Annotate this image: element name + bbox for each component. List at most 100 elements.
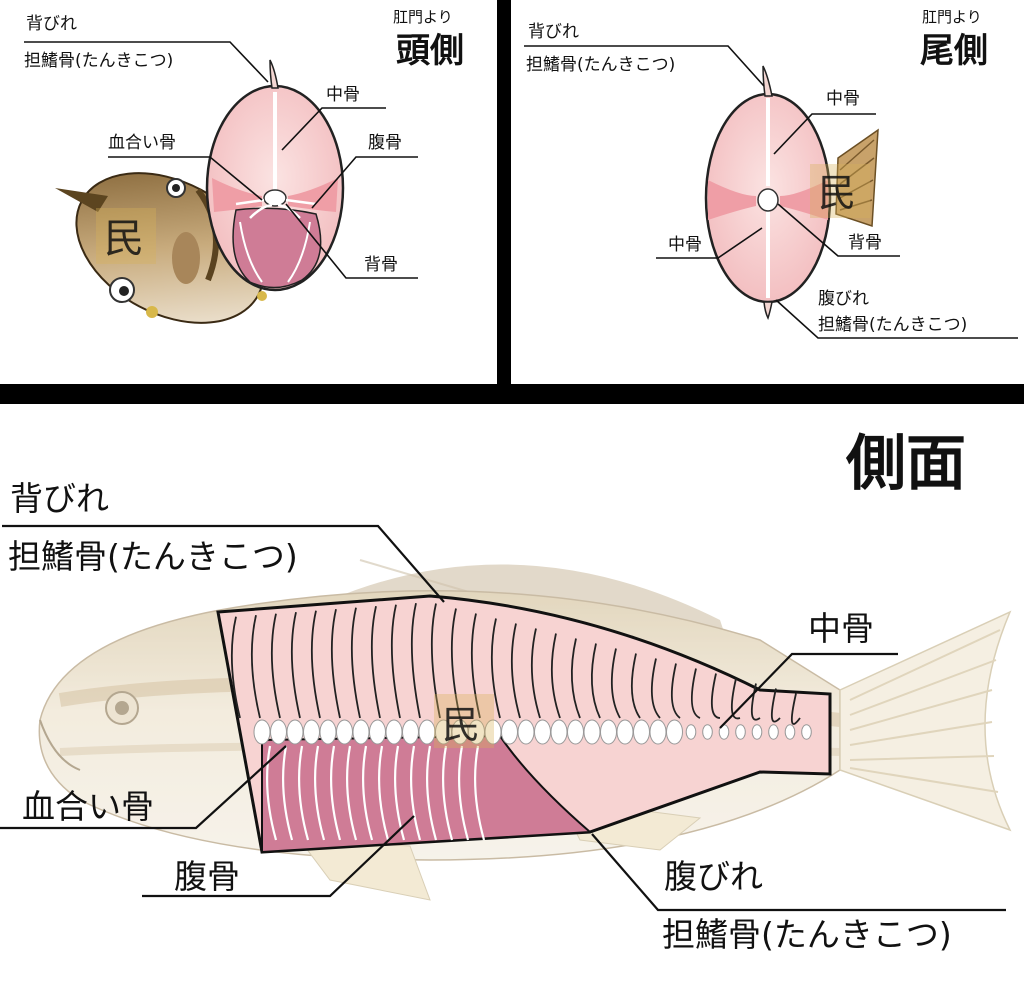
dorsal-rib-bone bbox=[230, 616, 241, 719]
tail-label-dorsal-pterygiophore: 担鰭骨(たんきこつ) bbox=[526, 55, 675, 75]
panel-divider-horizontal bbox=[0, 384, 1024, 404]
dorsal-rib-bone bbox=[290, 611, 301, 719]
belly-rib-bone bbox=[378, 745, 390, 841]
belly-rib-bone bbox=[282, 745, 294, 841]
dorsal-rib-bone bbox=[450, 608, 461, 719]
backbone-vertebrae bbox=[253, 719, 812, 745]
vertebra bbox=[336, 719, 353, 745]
tail-leader-backbone bbox=[777, 203, 900, 257]
title-anus-head-small: 肛門より bbox=[393, 8, 453, 26]
panel-divider-vertical bbox=[497, 0, 511, 386]
dorsal-rib-bone bbox=[790, 693, 801, 725]
vertebra bbox=[649, 719, 667, 745]
dorsal-rib-bone bbox=[470, 613, 481, 719]
dorsal-rib-bone bbox=[250, 614, 261, 719]
dorsal-rib-bone bbox=[390, 604, 401, 719]
belly-rib-bone bbox=[330, 745, 342, 841]
belly-rib-bone bbox=[394, 745, 406, 841]
head-label-belly-bone: 腹骨 bbox=[368, 133, 402, 153]
belly-rib-bone bbox=[314, 745, 326, 841]
dorsal-rib-bone bbox=[670, 663, 681, 719]
vertebra bbox=[270, 719, 287, 745]
vertebra bbox=[685, 724, 697, 740]
title-head-side: 頭側 bbox=[396, 31, 464, 71]
tail-side-panel: 民 肛門より 尾側 背びれ 担鰭骨(たんきこつ) 中骨 中骨 背骨 腹びれ 担鰭… bbox=[524, 8, 1018, 339]
vertebra bbox=[633, 719, 650, 745]
vertebra bbox=[768, 724, 779, 740]
vertebra bbox=[784, 724, 796, 740]
lateral-label-ventral-pterygiophore: 担鰭骨(たんきこつ) bbox=[662, 915, 952, 954]
belly-rib-bone bbox=[410, 745, 422, 841]
dorsal-rib-bone bbox=[350, 607, 361, 719]
dorsal-rib-bone bbox=[750, 683, 761, 721]
vertebra bbox=[352, 719, 370, 745]
head-label-dorsal-pterygiophore: 担鰭骨(たんきこつ) bbox=[24, 51, 173, 71]
vertebra bbox=[286, 719, 304, 745]
dorsal-rib-bone bbox=[490, 618, 501, 719]
dorsal-rib-bone bbox=[710, 673, 721, 719]
tail-label-ventral-fin: 腹びれ bbox=[818, 289, 869, 309]
rib-bones bbox=[230, 602, 801, 841]
dorsal-rib-bone bbox=[650, 658, 661, 719]
tail-label-intermuscular-lower: 中骨 bbox=[668, 235, 702, 255]
lateral-leader-blood-bone bbox=[0, 745, 287, 830]
tail-label-dorsal-fin: 背びれ bbox=[528, 22, 579, 42]
head-leader-dorsal bbox=[24, 41, 269, 83]
dorsal-rib-bone bbox=[330, 608, 341, 719]
head-side-panel: 民 肛門より 頭側 背びれ 担鰭骨(たんきこつ) 中骨 血合い骨 腹骨 背骨 bbox=[24, 8, 464, 324]
tail-leader-intermuscular-lower bbox=[656, 227, 763, 259]
vertebra bbox=[702, 724, 713, 740]
vertebra bbox=[418, 719, 436, 745]
head-label-blood-bone: 血合い骨 bbox=[108, 133, 176, 153]
lateral-label-ventral-fin: 腹びれ bbox=[664, 857, 763, 896]
head-leader-intermuscular bbox=[281, 107, 386, 151]
dorsal-rib-bone bbox=[430, 603, 441, 719]
vertebra bbox=[534, 719, 551, 745]
dorsal-rib-bone bbox=[310, 610, 321, 719]
dorsal-rib-bone bbox=[610, 648, 621, 719]
head-leader-blood-bone bbox=[108, 156, 263, 201]
lateral-label-belly-bone: 腹骨 bbox=[174, 857, 240, 896]
dorsal-rib-bone bbox=[410, 602, 421, 719]
watermark-glyph-lateral: 民 bbox=[442, 703, 480, 747]
lateral-label-blood-bone: 血合い骨 bbox=[22, 787, 154, 826]
vertebra bbox=[501, 719, 518, 745]
title-tail-side: 尾側 bbox=[920, 31, 988, 71]
head-leader-belly-bone bbox=[311, 156, 418, 209]
tail-label-ventral-pterygiophore: 担鰭骨(たんきこつ) bbox=[818, 315, 967, 335]
belly-rib-bone bbox=[458, 745, 470, 841]
dorsal-rib-bone bbox=[530, 628, 541, 719]
belly-rib-bone bbox=[266, 745, 278, 841]
dorsal-rib-bone bbox=[630, 653, 641, 719]
watermark-glyph: 民 bbox=[104, 216, 144, 262]
head-label-dorsal-fin: 背びれ bbox=[26, 14, 77, 34]
belly-rib-bone bbox=[474, 745, 486, 841]
dorsal-rib-bone bbox=[730, 678, 741, 720]
lateral-label-intermuscular-bone: 中骨 bbox=[808, 609, 874, 648]
watermark-glyph-tail: 民 bbox=[818, 171, 856, 215]
vertebra bbox=[567, 719, 584, 745]
vertebra bbox=[319, 719, 337, 745]
belly-rib-bone bbox=[362, 745, 374, 841]
dorsal-rib-bone bbox=[510, 623, 521, 719]
dorsal-rib-bone bbox=[370, 605, 381, 719]
lateral-leader-intermuscular bbox=[719, 652, 898, 729]
vertebra bbox=[303, 719, 320, 745]
vertebra bbox=[600, 719, 617, 745]
lateral-leader-belly-bone bbox=[142, 815, 415, 898]
vertebra bbox=[253, 719, 271, 745]
belly-rib-bone bbox=[426, 745, 438, 841]
dorsal-rib-bone bbox=[550, 633, 561, 719]
tail-label-backbone: 背骨 bbox=[848, 233, 882, 253]
vertebra bbox=[402, 719, 419, 745]
head-label-backbone: 背骨 bbox=[364, 255, 398, 275]
dorsal-rib-bone bbox=[270, 613, 281, 719]
vertebra bbox=[751, 724, 763, 740]
dorsal-rib-bone bbox=[770, 688, 781, 723]
title-anus-tail-small: 肛門より bbox=[922, 8, 982, 26]
head-label-intermuscular-bone: 中骨 bbox=[326, 85, 360, 105]
dorsal-rib-bone bbox=[570, 638, 581, 719]
head-cross-section bbox=[96, 59, 345, 292]
belly-rib-bone bbox=[298, 745, 310, 841]
